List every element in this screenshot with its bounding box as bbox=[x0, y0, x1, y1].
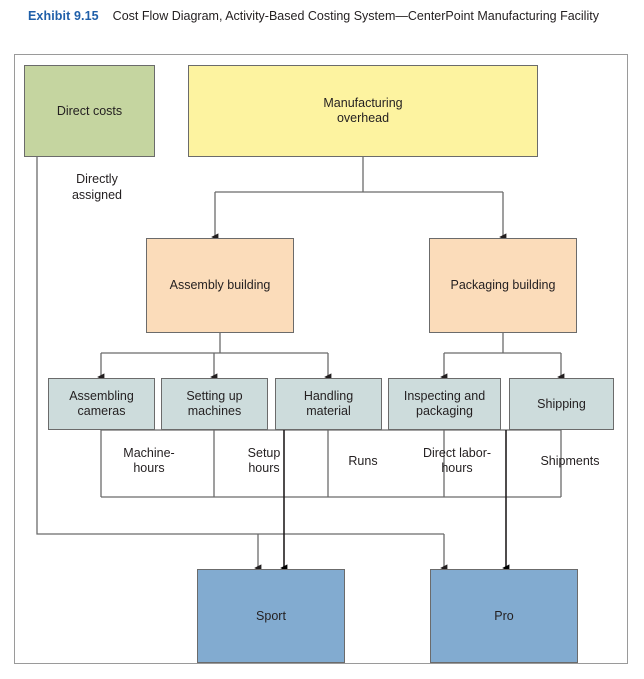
node-packaging-building: Packaging building bbox=[429, 238, 577, 333]
node-pro: Pro bbox=[430, 569, 578, 663]
driver-label-direct-labor-hours: Direct labor- hours bbox=[422, 446, 492, 475]
driver-label-setup-hours: Setup hours bbox=[247, 446, 281, 475]
node-handling-material: Handling material bbox=[275, 378, 382, 430]
exhibit-number: Exhibit 9.15 bbox=[28, 9, 99, 23]
node-direct-costs: Direct costs bbox=[24, 65, 155, 157]
exhibit-caption: Exhibit 9.15 Cost Flow Diagram, Activity-… bbox=[28, 6, 628, 26]
driver-label-runs: Runs bbox=[348, 454, 378, 468]
node-shipping: Shipping bbox=[509, 378, 614, 430]
node-manufacturing-overhead: Manufacturing overhead bbox=[188, 65, 538, 157]
node-assembling-cameras: Assembling cameras bbox=[48, 378, 155, 430]
node-sport: Sport bbox=[197, 569, 345, 663]
node-assembly-building: Assembly building bbox=[146, 238, 294, 333]
driver-label-shipments: Shipments bbox=[540, 454, 600, 468]
driver-label-machine-hours: Machine- hours bbox=[123, 446, 175, 475]
node-setting-up-machines: Setting up machines bbox=[161, 378, 268, 430]
directly-assigned-note: Directly assigned bbox=[71, 172, 123, 202]
exhibit-title: Cost Flow Diagram, Activity-Based Costin… bbox=[112, 9, 599, 23]
node-inspecting-and-packaging: Inspecting and packaging bbox=[388, 378, 501, 430]
